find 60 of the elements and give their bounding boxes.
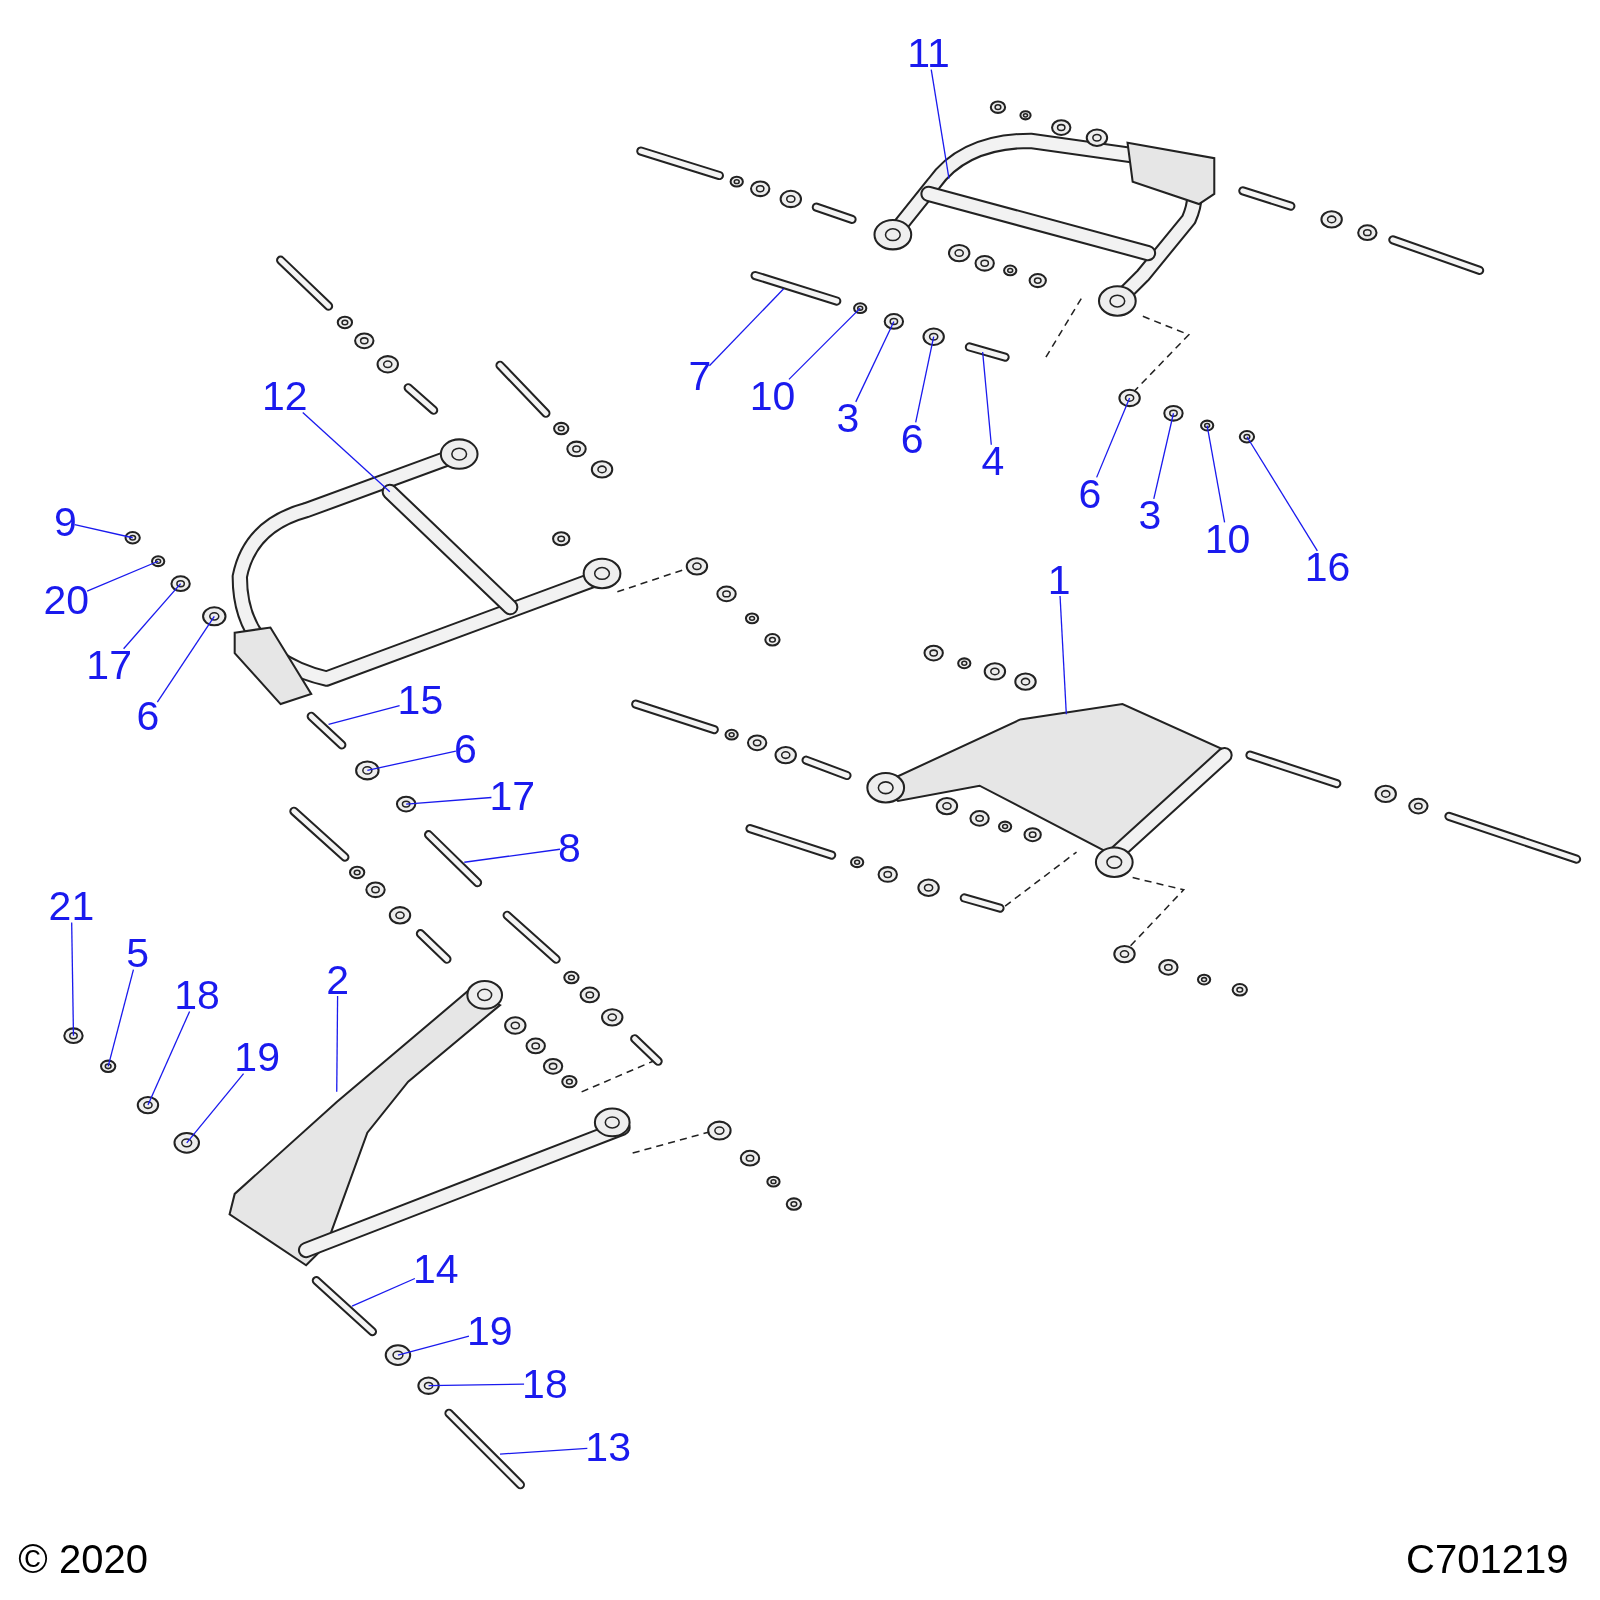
leader-line <box>302 411 391 493</box>
callout-number: 18 <box>522 1363 568 1405</box>
callout-number: 6 <box>900 418 924 460</box>
leader-line <box>1246 436 1318 552</box>
callout-number: 3 <box>1138 494 1162 536</box>
leader-line <box>71 921 75 1037</box>
callout-number: 1 <box>1047 559 1071 601</box>
leader-line <box>427 1383 525 1387</box>
callout-number: 19 <box>467 1310 513 1352</box>
leader-line <box>186 1073 245 1144</box>
callout-number: 8 <box>557 827 581 869</box>
leader-line <box>915 336 935 423</box>
leader-line <box>463 848 561 863</box>
callout-number: 6 <box>453 728 477 770</box>
leader-line <box>499 1447 588 1455</box>
leader-line <box>86 560 159 592</box>
leader-line <box>788 307 861 381</box>
callout-number: 18 <box>174 974 220 1016</box>
leader-line <box>1153 412 1175 500</box>
leader-line <box>327 704 401 726</box>
leader-line <box>1059 595 1067 715</box>
callout-number: 12 <box>261 375 308 417</box>
leader-line <box>1206 424 1226 523</box>
callout-number: 6 <box>1078 473 1102 515</box>
leader-line <box>74 523 134 539</box>
callout-number: 7 <box>688 355 712 396</box>
leader-line <box>405 796 493 805</box>
callout-number: 2 <box>326 959 350 1001</box>
callout-number: 13 <box>585 1426 631 1468</box>
leader-line <box>1096 397 1131 479</box>
leader-line <box>351 1277 416 1307</box>
leader-line <box>855 320 895 403</box>
callout-number: 4 <box>981 440 1005 482</box>
callout-number: 20 <box>43 579 90 621</box>
callout-number: 9 <box>53 501 77 543</box>
callout-number: 11 <box>907 32 950 74</box>
callout-number: 6 <box>136 695 160 737</box>
leader-line <box>147 1010 191 1106</box>
leader-line <box>107 968 135 1067</box>
callout-number: 19 <box>234 1036 280 1078</box>
leader-line <box>708 288 785 367</box>
callout-number: 17 <box>86 644 132 686</box>
leader-line <box>982 351 992 446</box>
callout-number: 21 <box>48 885 95 927</box>
leader-line <box>366 750 457 772</box>
leader-line <box>156 615 215 703</box>
callout-number: 10 <box>1204 518 1251 560</box>
leader-line <box>122 583 182 650</box>
leader-line <box>930 68 950 180</box>
leader-line <box>397 1335 470 1356</box>
callout-number: 10 <box>749 375 796 417</box>
callout-number: 17 <box>489 775 536 817</box>
callout-number: 15 <box>397 679 444 721</box>
callout-number: 3 <box>836 397 860 439</box>
callout-number: 5 <box>126 932 150 974</box>
copyright-notice: © 2020 <box>18 1538 148 1579</box>
leader-line <box>336 995 339 1093</box>
callout-number: 16 <box>1304 546 1351 588</box>
drawing-number: C701219 <box>1406 1538 1569 1579</box>
callout-number: 14 <box>412 1248 459 1290</box>
